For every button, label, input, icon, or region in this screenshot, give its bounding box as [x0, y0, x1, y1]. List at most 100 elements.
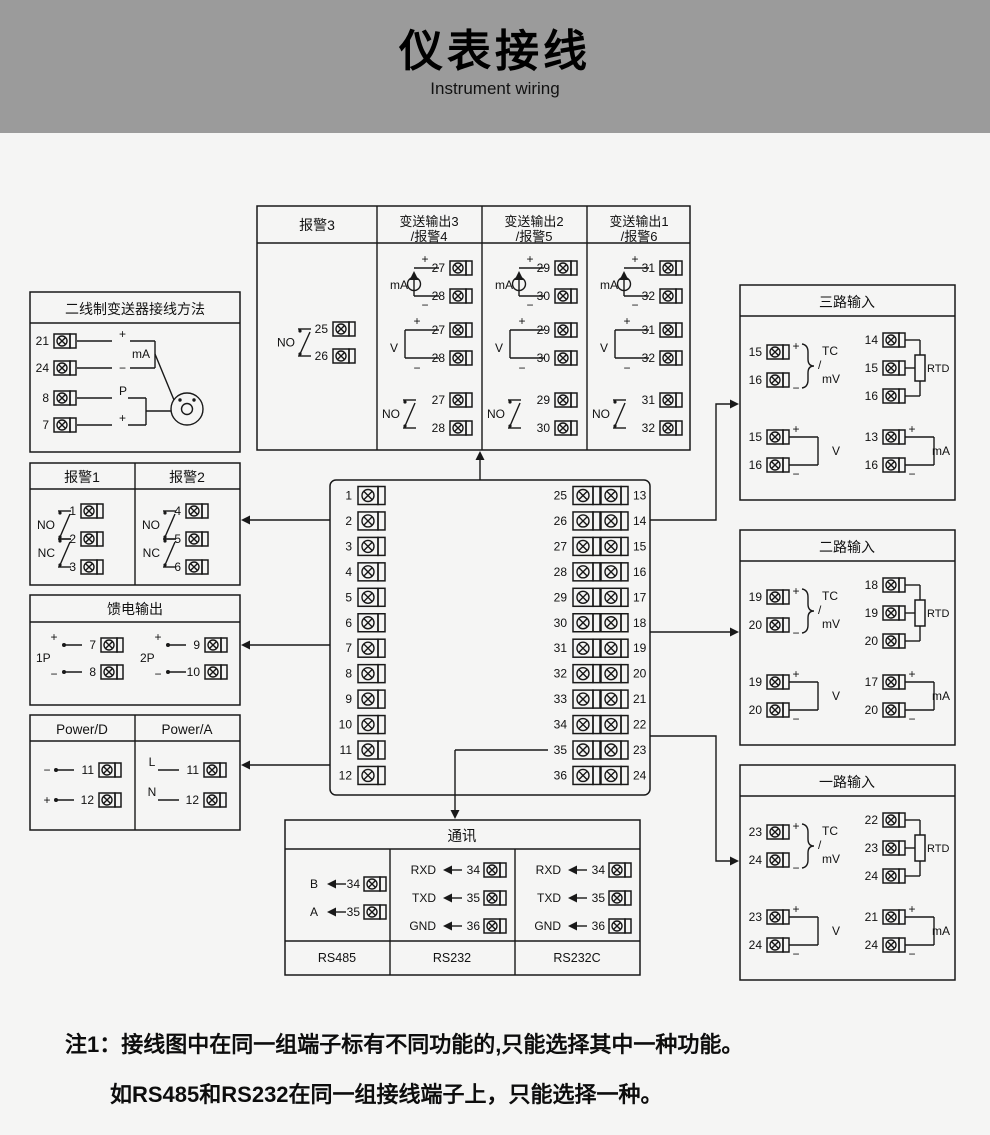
terminal-number: 20 [633, 667, 647, 681]
signal-label: TXD [537, 891, 561, 905]
terminal-clamp [898, 605, 906, 621]
terminal-number: 8 [345, 667, 352, 681]
terminal-screw [361, 539, 375, 554]
terminal-screw [611, 920, 623, 932]
terminal-screw [452, 290, 464, 302]
row-label: mA [932, 444, 950, 458]
terminal-clamp [898, 702, 906, 718]
row-label: / [818, 838, 822, 852]
terminal-screw [578, 770, 588, 781]
terminal-number: 9 [345, 692, 352, 706]
signal-label: TXD [412, 891, 436, 905]
terminal-screw [886, 940, 896, 950]
terminal-clamp [69, 390, 77, 406]
terminal-clamp [377, 511, 386, 531]
terminal-screw [663, 395, 673, 405]
box-title: 通讯 [448, 828, 477, 845]
terminal-screw [361, 666, 375, 681]
terminal-screw [662, 352, 674, 364]
polarity: + [526, 252, 533, 266]
terminal-screw [207, 666, 219, 678]
terminal-number: 24 [865, 938, 879, 952]
contact-dot [613, 424, 617, 428]
terminal-screw [57, 393, 67, 403]
center-terminal-block [329, 479, 651, 796]
terminal-screw [885, 939, 897, 951]
polarity: + [792, 584, 799, 598]
polarity: − [792, 626, 799, 640]
terminal-number: 16 [633, 565, 647, 579]
terminal-screw [770, 855, 780, 865]
contact-label: NC [143, 546, 161, 560]
terminal-number: 11 [187, 763, 200, 777]
box-title: 报警1 [64, 469, 100, 485]
terminal-screw [206, 794, 218, 806]
comms-box [284, 819, 641, 976]
terminal-clamp [114, 762, 122, 778]
terminal-number: 31 [642, 323, 656, 337]
terminal-number: 10 [339, 718, 353, 732]
row-label: RTD [927, 843, 949, 855]
terminal-screw [770, 912, 780, 922]
terminal-screw [576, 565, 590, 579]
terminal-screw [189, 506, 199, 516]
contact-dot [58, 535, 62, 539]
terminal-clamp [782, 617, 790, 633]
terminal-clamp [620, 663, 629, 684]
row-label: V [390, 341, 398, 355]
row-label: mV [822, 617, 840, 631]
terminal-clamp [219, 792, 227, 808]
terminal-clamp [592, 689, 601, 709]
box-title: 三路输入 [819, 294, 875, 310]
terminal-clamp [96, 559, 104, 575]
terminal-number: 14 [865, 333, 879, 347]
terminal-number: 23 [865, 841, 879, 855]
polarity: − [908, 712, 915, 726]
terminal-screw [189, 562, 199, 572]
contact-blade [509, 402, 521, 427]
feed-box [29, 594, 241, 706]
contact-dot [298, 352, 302, 356]
terminal-clamp [620, 689, 629, 709]
row-label: RTD [927, 363, 949, 375]
terminal-screw [606, 490, 616, 501]
terminal-screw [576, 666, 590, 681]
terminal-screw [363, 516, 373, 526]
terminal-screw [104, 640, 114, 650]
terminal-screw [557, 262, 569, 274]
polarity: N [148, 785, 157, 799]
terminal-clamp [782, 372, 790, 388]
terminal-screw [57, 336, 67, 346]
transmitter-box [29, 291, 241, 453]
terminal-number: 17 [633, 590, 647, 604]
terminal-screw [604, 514, 618, 528]
group-label: 2P [140, 651, 155, 665]
terminal-screw [604, 539, 618, 554]
terminal-clamp [782, 457, 790, 473]
terminal-screw [663, 325, 673, 335]
terminal-number: 29 [554, 590, 568, 604]
terminal-screw [604, 565, 618, 579]
terminal-screw [886, 843, 896, 853]
polarity: + [908, 667, 915, 681]
terminal-screw [363, 541, 373, 552]
terminal-screw [770, 705, 780, 715]
terminal-screw [604, 666, 618, 681]
terminal-number: 15 [749, 430, 763, 444]
terminal-screw [452, 324, 464, 336]
terminal-screw [886, 636, 896, 646]
contact-dot [163, 511, 167, 515]
terminal-screw [101, 794, 113, 806]
box-title: 二线制变送器接线方法 [65, 301, 205, 317]
terminal-clamp [499, 918, 507, 934]
arrowhead [241, 760, 250, 770]
terminal-number: 1 [345, 489, 352, 503]
polarity: + [631, 252, 638, 266]
terminal-clamp [96, 503, 104, 519]
terminal-clamp [499, 890, 507, 906]
contact-blade [404, 402, 416, 427]
terminal-number: 12 [81, 793, 95, 807]
terminal-number: 24 [633, 768, 647, 782]
box-title: 变送输出1 [609, 214, 668, 229]
row-label: mA [495, 278, 513, 292]
